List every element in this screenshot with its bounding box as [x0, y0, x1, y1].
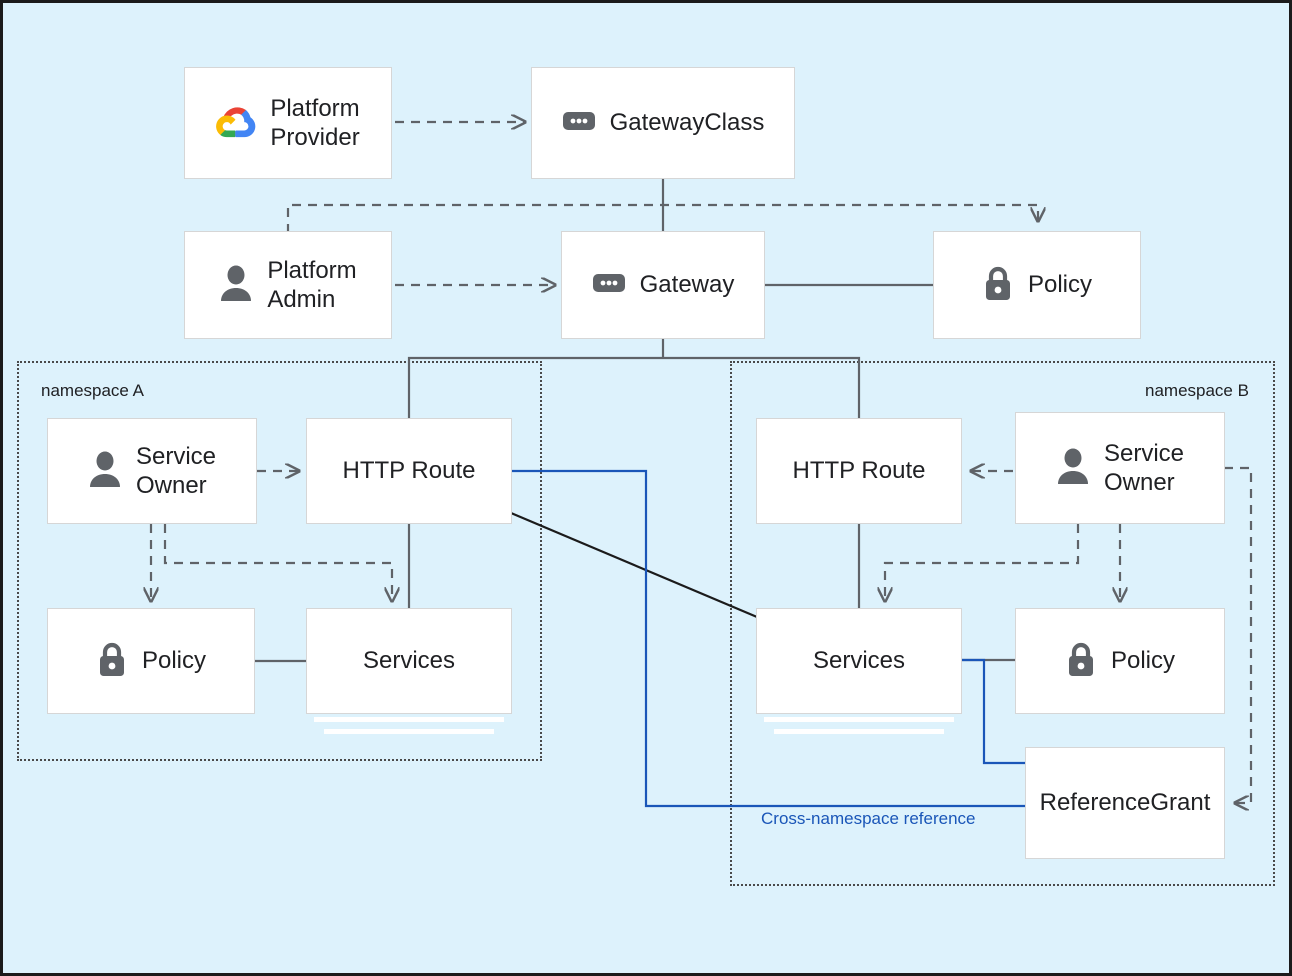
node-label: Policy: [141, 647, 207, 675]
node-label: Service Owner: [135, 442, 217, 499]
lock-icon: [982, 264, 1014, 307]
namespace-b-label: namespace B: [1145, 381, 1249, 400]
node-platform-admin[interactable]: Platform Admin: [184, 231, 392, 339]
node-gateway-class[interactable]: GatewayClass: [531, 67, 795, 179]
lock-icon: [1065, 640, 1097, 683]
node-service-owner-a[interactable]: Service Owner: [47, 418, 257, 524]
person-icon: [1056, 447, 1090, 490]
node-label: GatewayClass: [609, 109, 765, 137]
node-gateway[interactable]: Gateway: [561, 231, 765, 339]
node-label: ReferenceGrant: [1039, 789, 1211, 817]
node-platform-provider[interactable]: Platform Provider: [184, 67, 392, 179]
node-label: Policy: [1110, 647, 1176, 675]
node-label: Service Owner: [1103, 439, 1185, 496]
node-service-owner-b[interactable]: Service Owner: [1015, 412, 1225, 524]
node-reference-grant[interactable]: ReferenceGrant: [1025, 747, 1225, 859]
person-icon: [88, 450, 122, 493]
node-label: Platform Admin: [267, 256, 357, 313]
node-http-route-a[interactable]: HTTP Route: [306, 418, 512, 524]
node-label: Platform Provider: [270, 94, 360, 151]
cross-namespace-reference-label: Cross-namespace reference: [761, 809, 976, 828]
services-a-stack-decoration: [306, 717, 512, 737]
node-policy-top[interactable]: Policy: [933, 231, 1141, 339]
google-cloud-icon: [216, 101, 256, 146]
services-b-stack-decoration: [756, 717, 962, 737]
node-label: HTTP Route: [342, 457, 476, 485]
person-icon: [219, 264, 253, 307]
node-label: Services: [812, 647, 906, 675]
node-label: Policy: [1027, 271, 1093, 299]
node-label: HTTP Route: [792, 457, 926, 485]
node-services-b[interactable]: Services: [756, 608, 962, 714]
node-policy-a[interactable]: Policy: [47, 608, 255, 714]
namespace-a-label: namespace A: [41, 381, 145, 400]
edge-route-a-services-b: [510, 511, 758, 619]
gateway-icon: [592, 270, 626, 301]
lock-icon: [96, 640, 128, 683]
node-policy-b[interactable]: Policy: [1015, 608, 1225, 714]
node-http-route-b[interactable]: HTTP Route: [756, 418, 962, 524]
gateway-icon: [562, 108, 596, 139]
node-services-a[interactable]: Services: [306, 608, 512, 714]
node-label: Gateway: [639, 271, 735, 299]
edge-admin-policy: [286, 203, 1038, 233]
node-label: Services: [362, 647, 456, 675]
